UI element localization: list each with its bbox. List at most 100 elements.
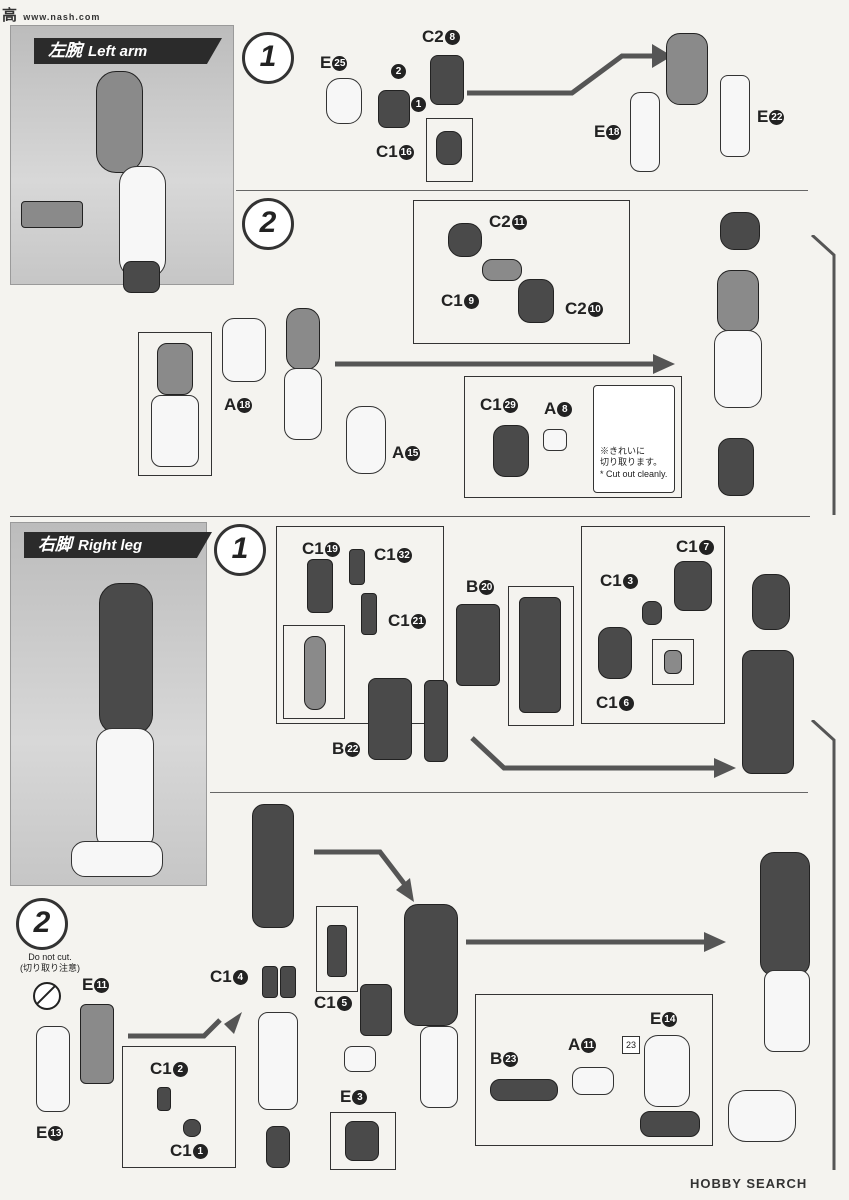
note-cut-cleanly: ※きれいに 切り取ります。 * Cut out cleanly. <box>600 446 668 479</box>
part-hip-joint <box>752 574 790 630</box>
divider-leg-steps <box>210 792 808 793</box>
page-edge-mark-top <box>810 235 836 515</box>
part-e22 <box>720 75 750 157</box>
part-upper-leg-top <box>252 804 294 928</box>
part-b22 <box>368 678 412 760</box>
part-c1-4b <box>280 966 296 998</box>
part-e18 <box>630 92 660 172</box>
part-e13 <box>36 1026 70 1112</box>
part-ankle <box>266 1126 290 1168</box>
page-edge-mark-bottom <box>810 720 836 1170</box>
part-forearm-upper <box>286 308 320 370</box>
flow-arrow-leg-step2 <box>466 932 726 952</box>
watermark-cn: 高 <box>2 7 19 24</box>
flow-arrow-step1 <box>467 44 672 96</box>
section-banner-left-arm: 左腕 Left arm <box>34 38 222 64</box>
arrow-num-1: 1 <box>410 97 426 112</box>
note-do-not-cut: Do not cut. (切り取り注意) <box>20 952 80 974</box>
flow-arrow-leg-step1 <box>470 736 736 778</box>
part-leg-mid-shin <box>420 1026 458 1108</box>
part-leg-final-shin <box>764 970 810 1052</box>
part-c1-16 <box>378 90 410 128</box>
part-e11 <box>80 1004 114 1084</box>
detail-box-c1-16 <box>426 118 473 182</box>
divider-arm-steps <box>236 190 808 191</box>
detail-box-thigh-joint <box>581 526 725 724</box>
part-b20 <box>456 604 500 686</box>
detail-box-e3 <box>330 1112 396 1170</box>
part-knee-assembled <box>424 680 448 762</box>
flow-arrow-step2 <box>335 354 675 374</box>
part-c1-5 <box>360 984 392 1036</box>
banner-jp: 左腕 <box>48 41 82 60</box>
detail-box-arm-joint <box>138 332 212 476</box>
step-badge-left-arm-1: 1 <box>242 32 294 84</box>
part-hand-top <box>720 212 760 250</box>
part-a18 <box>222 318 266 382</box>
left-arm-reference-photo <box>10 25 234 293</box>
part-hand-final <box>718 438 754 496</box>
ref-box-23: 23 <box>622 1036 640 1054</box>
part-leg-final-thigh <box>760 852 810 976</box>
part-leg-final-foot <box>728 1090 796 1142</box>
part-e25 <box>326 78 362 124</box>
part-arm-assembled-lower <box>714 330 762 408</box>
part-e3 <box>344 1046 376 1072</box>
detail-box-c1-5 <box>316 906 358 992</box>
arrow-num-2: 2 <box>390 64 406 79</box>
step-badge-right-leg-1: 1 <box>214 524 266 576</box>
detail-box-b20-inner <box>508 586 574 726</box>
banner-en: Left arm <box>88 43 148 60</box>
banner-jp: 右脚 <box>38 535 72 554</box>
part-shin-assembled <box>258 1012 298 1110</box>
part-a15 <box>346 406 386 474</box>
watermark-top: 高 www.nash.com <box>2 4 100 25</box>
step-badge-left-arm-2: 2 <box>242 198 294 250</box>
part-upper-arm-assembled <box>666 33 708 105</box>
divider-sections <box>10 516 810 517</box>
flow-arrow-shin <box>128 1012 242 1039</box>
watermark-site: www.nash.com <box>23 12 101 22</box>
part-c2-8 <box>430 55 464 105</box>
part-forearm-lower <box>284 368 322 440</box>
part-leg-mid-assembled <box>404 904 458 1026</box>
part-c1-4a <box>262 966 278 998</box>
detail-box-hand-parts <box>464 376 682 498</box>
no-cut-icon <box>33 982 61 1010</box>
watermark-bottom: HOBBY SEARCH <box>690 1176 808 1191</box>
part-thigh-assembled <box>742 650 794 774</box>
right-leg-reference-photo <box>10 522 207 886</box>
flow-arrow-knee <box>314 849 414 902</box>
